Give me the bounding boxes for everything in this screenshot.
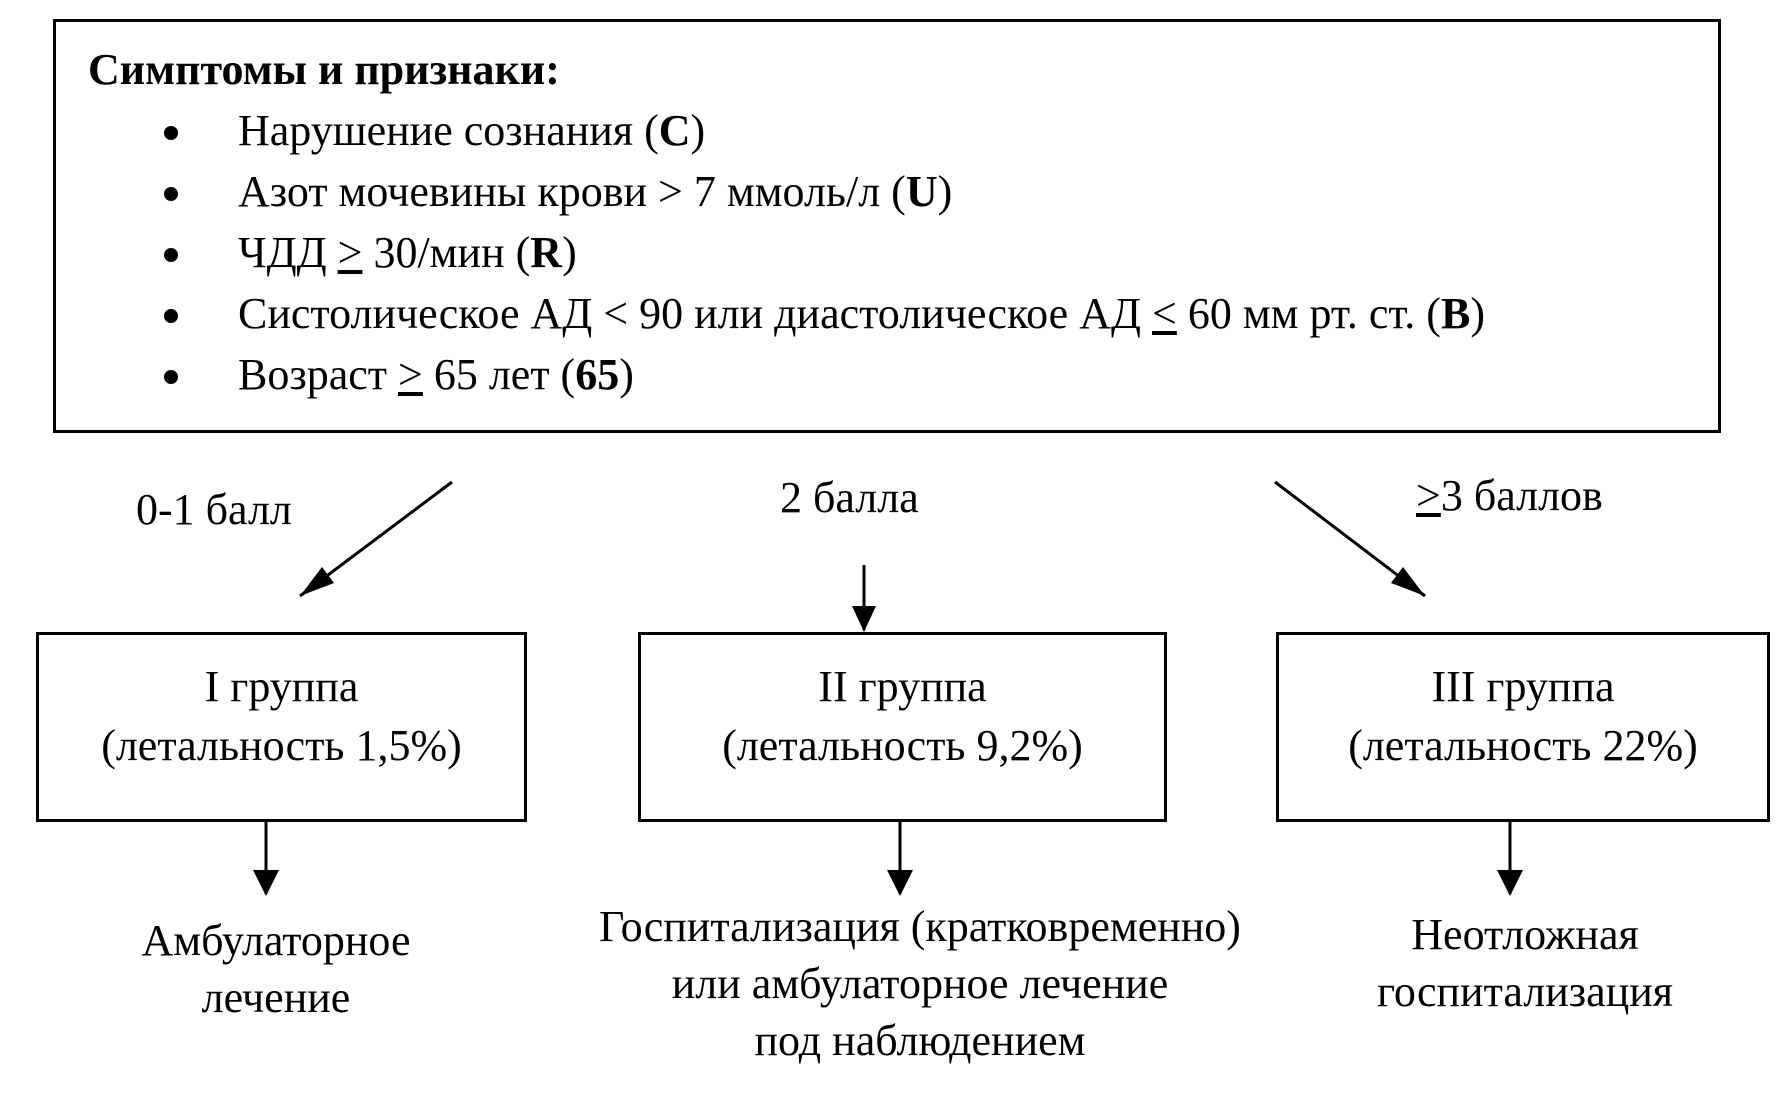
arrowhead-group-3 <box>1391 567 1425 596</box>
symptom-text: Систолическое АД < 90 или диастолическое… <box>238 289 1485 338</box>
symptom-item: Азот мочевины крови > 7 ммоль/л (U) <box>56 161 1718 222</box>
symptom-item: Нарушение сознания (С) <box>56 100 1718 161</box>
symptom-item: Возраст > 65 лет (65) <box>56 344 1718 405</box>
arrowhead-group-2 <box>852 606 876 632</box>
symptom-list: Нарушение сознания (С) Азот мочевины кро… <box>56 100 1718 405</box>
group-name: III группа <box>1431 662 1615 711</box>
symptom-item: ЧДД > 30/мин (R) <box>56 222 1718 283</box>
score-code: 65 <box>575 350 620 399</box>
group-name: II группа <box>818 662 987 711</box>
outcome-line: под наблюдением <box>754 1016 1086 1065</box>
outcome-3: Неотложная госпитализация <box>1325 906 1725 1020</box>
score-code: U <box>905 167 938 216</box>
symptoms-title: Симптомы и признаки: <box>88 45 560 94</box>
arrowhead-outcome-2 <box>887 870 913 896</box>
group-box-1: I группа (летальность 1,5%) <box>36 632 527 822</box>
outcome-line: Неотложная <box>1411 910 1639 959</box>
arrowhead-outcome-1 <box>253 870 279 896</box>
symptom-item: Систолическое АД < 90 или диастолическое… <box>56 283 1718 344</box>
bullet-icon <box>164 370 178 384</box>
score-code: B <box>1440 289 1471 338</box>
group-mortality: (летальность 22%) <box>1348 721 1698 770</box>
symptoms-box: Симптомы и признаки: Нарушение сознания … <box>53 19 1721 433</box>
outcome-line: или амбулаторное лечение <box>671 959 1169 1008</box>
outcome-2: Госпитализация (кратковременно) или амбу… <box>520 898 1320 1069</box>
score-code: R <box>530 228 563 277</box>
score-code: С <box>658 106 691 155</box>
group-name: I группа <box>204 662 359 711</box>
arrowhead-group-1 <box>300 567 334 596</box>
bullet-icon <box>164 187 178 201</box>
group-box-3: III группа (летальность 22%) <box>1276 632 1770 822</box>
symptom-text: Возраст > 65 лет (65) <box>238 350 634 399</box>
branch-label-score-3-plus: >3 баллов <box>1416 471 1603 520</box>
branch-label-score-2: 2 балла <box>780 473 919 522</box>
bullet-icon <box>164 126 178 140</box>
outcome-line: Госпитализация (кратковременно) <box>599 902 1241 951</box>
symptom-text: Нарушение сознания (С) <box>238 106 706 155</box>
group-mortality: (летальность 9,2%) <box>722 721 1083 770</box>
outcome-line: госпитализация <box>1376 967 1674 1016</box>
branch-label-score-0-1: 0-1 балл <box>136 485 292 534</box>
bullet-icon <box>164 309 178 323</box>
symptom-text: ЧДД > 30/мин (R) <box>238 228 577 277</box>
bullet-icon <box>164 248 178 262</box>
arrowhead-outcome-3 <box>1497 870 1523 896</box>
outcome-line: лечение <box>201 973 351 1022</box>
group-box-2: II группа (летальность 9,2%) <box>638 632 1167 822</box>
symptom-text: Азот мочевины крови > 7 ммоль/л (U) <box>238 167 953 216</box>
group-mortality: (летальность 1,5%) <box>101 721 462 770</box>
outcome-1: Амбулаторное лечение <box>76 912 476 1026</box>
outcome-line: Амбулаторное <box>141 916 411 965</box>
